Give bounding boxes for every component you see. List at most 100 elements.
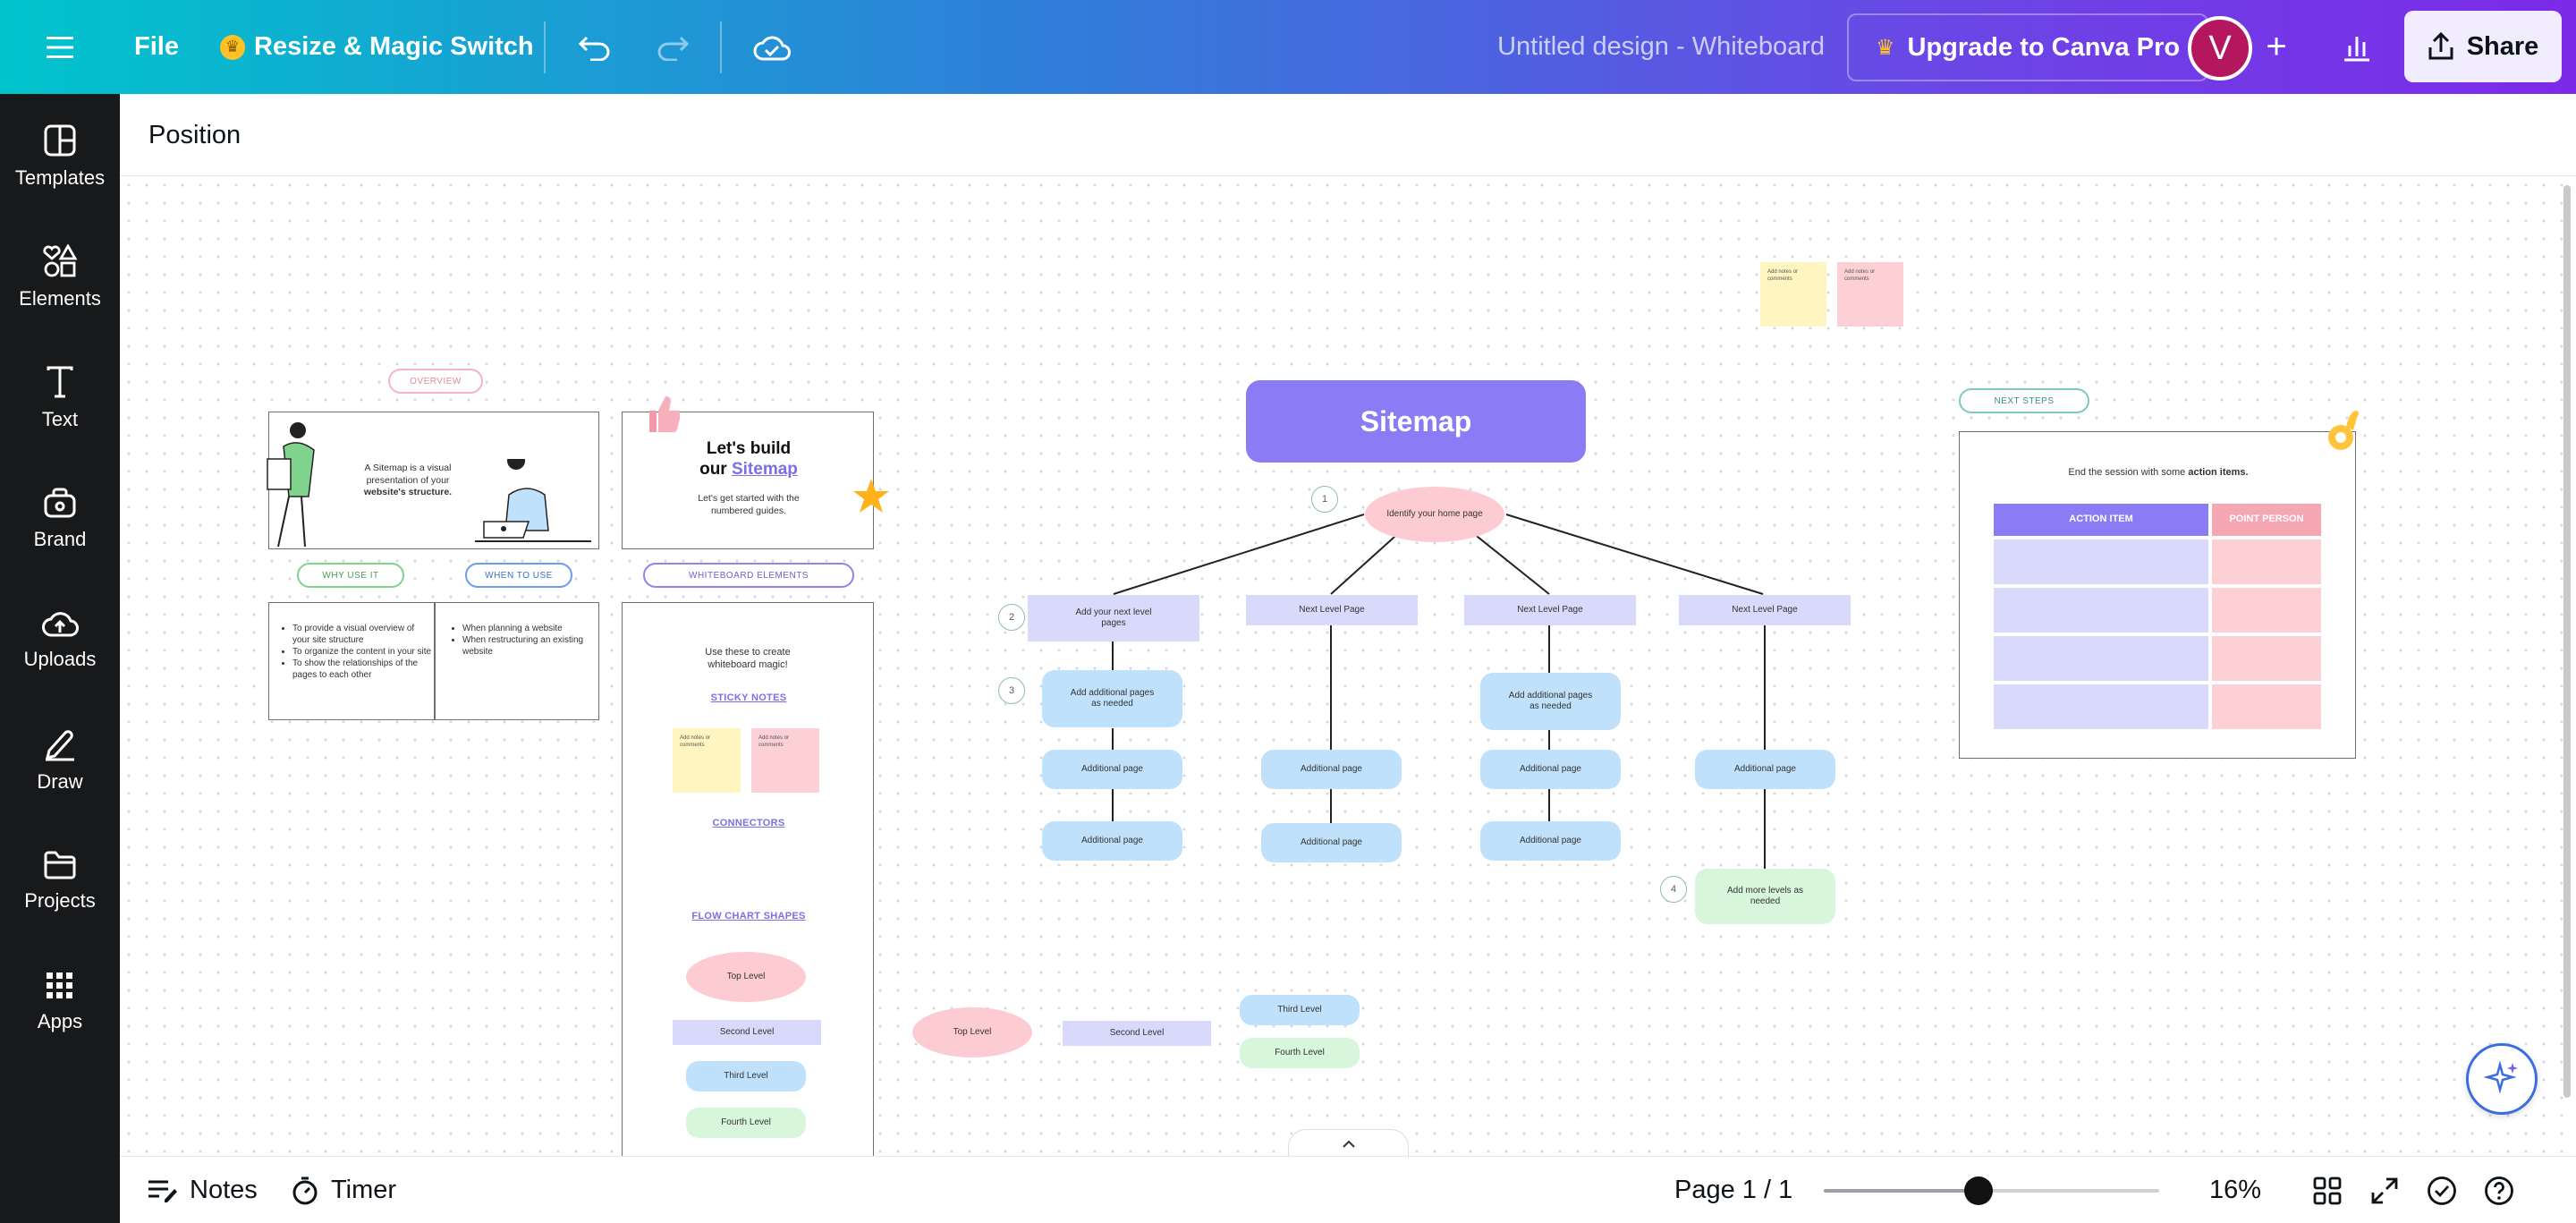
whiteboard-elements-card[interactable]: Use these to create whiteboard magic! ST… — [622, 602, 874, 1156]
undo-icon — [578, 36, 610, 61]
connectors-link[interactable]: CONNECTORS — [623, 818, 875, 828]
point-person-cell[interactable] — [2212, 684, 2321, 729]
insights-button[interactable] — [2330, 0, 2384, 94]
additional-page-node[interactable]: Additional page — [1042, 821, 1182, 861]
timer-button[interactable]: Timer — [292, 1157, 396, 1223]
level2-node[interactable]: Next Level Page — [1679, 595, 1851, 625]
additional-page-node[interactable]: Additional page — [1261, 750, 1402, 789]
grid-view-button[interactable] — [2309, 1157, 2345, 1223]
why-when-card[interactable]: To provide a visual overview of your sit… — [268, 602, 599, 720]
add-more-levels-node[interactable]: Add more levels as needed — [1695, 869, 1835, 924]
level2-node[interactable]: Next Level Page — [1246, 595, 1418, 625]
additional-page-node[interactable]: Additional page — [1042, 750, 1182, 789]
level2-first-node[interactable]: Add your next level pages — [1028, 595, 1199, 641]
step-number-3: 3 — [998, 677, 1025, 704]
third-level-shape[interactable]: Third Level — [1240, 995, 1360, 1025]
whiteboard-elements-tag: WHITEBOARD ELEMENTS — [643, 563, 854, 588]
sticky-note[interactable]: Add notes or comments — [1837, 262, 1903, 327]
share-button[interactable]: Share — [2404, 11, 2562, 82]
action-item-header: ACTION ITEM — [1994, 504, 2208, 536]
add-collaborator-button[interactable]: + — [2258, 0, 2294, 94]
point-person-cell[interactable] — [2212, 539, 2321, 584]
point-person-header: POINT PERSON — [2212, 504, 2321, 536]
help-button[interactable] — [2481, 1157, 2517, 1223]
action-item-cell[interactable] — [1994, 539, 2208, 584]
level2-node[interactable]: Next Level Page — [1464, 595, 1636, 625]
sidebar-item-label: Uploads — [23, 648, 97, 670]
build-title-link[interactable]: Sitemap — [731, 459, 798, 479]
sidebar-item-apps[interactable]: Apps — [0, 950, 120, 1054]
sidebar-item-label: Projects — [24, 889, 96, 912]
lets-build-card[interactable]: Let's build our Sitemap Let's get starte… — [622, 396, 889, 549]
sidebar-item-draw[interactable]: Draw — [0, 709, 120, 812]
additional-page-node[interactable]: Additional page — [1695, 750, 1835, 789]
pages-panel-toggle[interactable] — [1288, 1129, 1409, 1158]
connectors-link-text: CONNECTORS — [712, 818, 785, 828]
redo-icon — [657, 36, 690, 61]
notes-icon — [148, 1180, 177, 1202]
document-title[interactable]: Untitled design - Whiteboard — [1497, 32, 1825, 61]
upgrade-pro-button[interactable]: ♛ Upgrade to Canva Pro — [1847, 13, 2209, 81]
overview-card[interactable]: A Sitemap is a visual presentation of yo… — [267, 412, 599, 549]
resize-magic-switch-button[interactable]: ♛ Resize & Magic Switch — [220, 0, 534, 94]
home-page-node[interactable]: Identify your home page — [1365, 487, 1504, 542]
legend-second-level-shape[interactable]: Second Level — [673, 1020, 821, 1045]
whiteboard-canvas[interactable]: Add notes or comments Add notes or comme… — [120, 176, 2576, 1156]
fourth-level-shape[interactable]: Fourth Level — [1240, 1038, 1360, 1068]
zoom-percentage[interactable]: 16% — [2208, 1176, 2262, 1204]
flow-chart-shapes-link[interactable]: FLOW CHART SHAPES — [623, 911, 875, 921]
action-item-cell[interactable] — [1994, 684, 2208, 729]
sticky-note[interactable]: Add notes or comments — [673, 728, 741, 793]
legend-top-level-shape[interactable]: Top Level — [686, 952, 806, 1002]
when-item: When restructuring an existing website — [462, 634, 595, 658]
when-item: When planning a website — [462, 623, 595, 634]
legend-fourth-level-shape[interactable]: Fourth Level — [686, 1108, 806, 1138]
sitemap-title[interactable]: Sitemap — [1246, 380, 1586, 463]
action-item-cell[interactable] — [1994, 636, 2208, 681]
redo-button[interactable] — [650, 0, 695, 94]
canvas-content: Add notes or comments Add notes or comme… — [120, 176, 2576, 1156]
fullscreen-button[interactable] — [2367, 1157, 2402, 1223]
present-check-button[interactable] — [2424, 1157, 2460, 1223]
sticky-notes-link[interactable]: STICKY NOTES — [623, 692, 875, 703]
magic-assistant-button[interactable] — [2466, 1043, 2538, 1115]
zoom-slider-thumb[interactable] — [1963, 1176, 1993, 1205]
vertical-scrollbar[interactable] — [2562, 176, 2574, 1107]
top-level-shape[interactable]: Top Level — [912, 1007, 1032, 1057]
add-additional-pages-node[interactable]: Add additional pages as needed — [1480, 673, 1621, 730]
sidebar-item-elements[interactable]: Elements — [0, 225, 120, 329]
sidebar-item-templates[interactable]: Templates — [0, 105, 120, 208]
second-level-shape[interactable]: Second Level — [1063, 1021, 1211, 1046]
sidebar-item-uploads[interactable]: Uploads — [0, 588, 120, 692]
add-additional-pages-node[interactable]: Add additional pages as needed — [1042, 670, 1182, 727]
scrollbar-thumb[interactable] — [2563, 185, 2571, 1098]
left-sidebar: Templates Elements Text Brand Uploads Dr… — [0, 94, 120, 1223]
sidebar-item-text[interactable]: Text — [0, 346, 120, 450]
additional-page-node[interactable]: Additional page — [1480, 821, 1621, 861]
action-item-cell[interactable] — [1994, 588, 2208, 633]
user-avatar[interactable]: V — [2188, 16, 2252, 81]
undo-button[interactable] — [572, 0, 617, 94]
point-person-cell[interactable] — [2212, 636, 2321, 681]
next-steps-card[interactable]: End the session with some action items. … — [1959, 411, 2359, 759]
next-steps-text: End the session with some action items. — [1960, 466, 2357, 479]
additional-page-node[interactable]: Additional page — [1261, 823, 1402, 862]
position-button[interactable]: Position — [148, 120, 242, 149]
sidebar-item-label: Text — [41, 408, 79, 430]
legend-third-level-shape[interactable]: Third Level — [686, 1061, 806, 1091]
sticky-note[interactable]: Add notes or comments — [1760, 262, 1826, 327]
main-menu-button[interactable] — [36, 0, 84, 94]
sidebar-item-projects[interactable]: Projects — [0, 829, 120, 933]
page-indicator[interactable]: Page 1 / 1 — [1674, 1176, 1793, 1204]
build-title-our: our — [699, 459, 727, 479]
file-menu-button[interactable]: File — [134, 32, 179, 61]
notes-button[interactable]: Notes — [147, 1157, 258, 1223]
cloud-save-status-button[interactable] — [747, 0, 797, 94]
additional-page-node[interactable]: Additional page — [1480, 750, 1621, 789]
why-use-it-tag: WHY USE IT — [297, 563, 404, 588]
elements-intro: Use these to create whiteboard magic! — [705, 647, 791, 671]
point-person-cell[interactable] — [2212, 588, 2321, 633]
zoom-slider-fill — [1824, 1189, 1979, 1193]
sidebar-item-brand[interactable]: Brand — [0, 467, 120, 571]
sticky-note[interactable]: Add notes or comments — [751, 728, 819, 793]
